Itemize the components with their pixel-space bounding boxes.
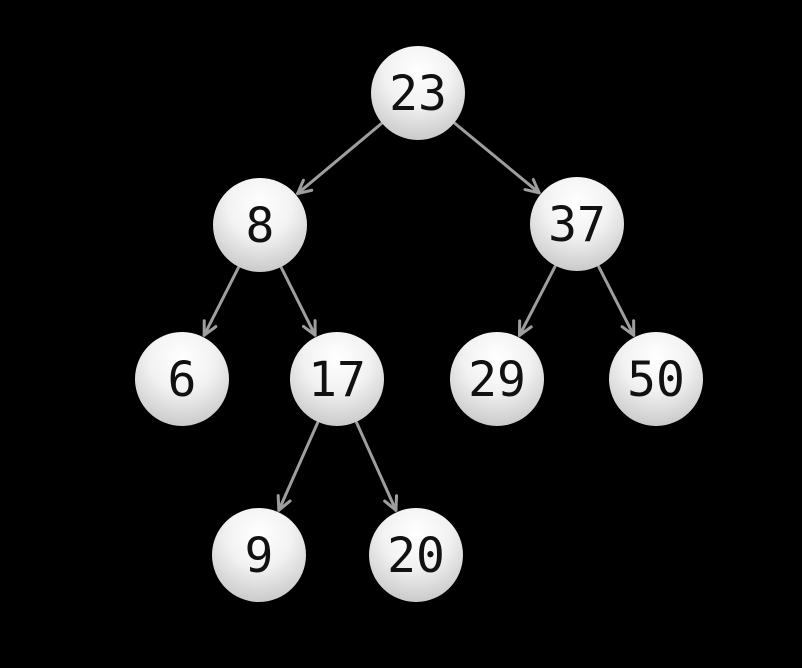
edge-line	[355, 421, 398, 512]
node-circle	[369, 508, 463, 602]
edge-8-17	[279, 266, 317, 337]
edge-line	[296, 122, 383, 196]
edge-8-6	[202, 266, 240, 337]
edge-line	[597, 265, 636, 337]
tree-node-8: 8	[213, 178, 307, 272]
arrowhead-icon	[296, 178, 314, 196]
edge-line	[202, 266, 240, 337]
arrowhead-icon	[202, 319, 218, 337]
tree-node-17: 17	[290, 332, 384, 426]
node-circle	[609, 332, 703, 426]
arrowhead-icon	[523, 178, 541, 195]
node-circle	[212, 508, 306, 602]
node-circle	[530, 177, 624, 271]
tree-node-37: 37	[530, 177, 624, 271]
tree-node-6: 6	[135, 332, 229, 426]
tree-node-23: 23	[371, 46, 465, 140]
edge-23-37	[453, 122, 541, 195]
edge-17-9	[276, 421, 320, 512]
edge-23-8	[296, 122, 383, 196]
arrowhead-icon	[276, 494, 292, 512]
edge-37-50	[597, 265, 636, 337]
edge-line	[277, 421, 320, 512]
edge-line	[279, 266, 317, 337]
edge-line	[517, 265, 557, 337]
node-circle	[135, 332, 229, 426]
tree-node-50: 50	[609, 332, 703, 426]
edge-17-20	[355, 421, 399, 512]
tree-node-20: 20	[369, 508, 463, 602]
node-circle	[450, 332, 544, 426]
arrowhead-icon	[620, 319, 636, 337]
arrowhead-icon	[383, 494, 399, 512]
edge-37-29	[517, 265, 557, 337]
node-circle	[371, 46, 465, 140]
node-circle	[213, 178, 307, 272]
tree-node-9: 9	[212, 508, 306, 602]
edge-line	[453, 122, 541, 195]
node-circle	[290, 332, 384, 426]
arrowhead-icon	[301, 319, 317, 337]
tree-node-29: 29	[450, 332, 544, 426]
arrowhead-icon	[517, 319, 533, 337]
